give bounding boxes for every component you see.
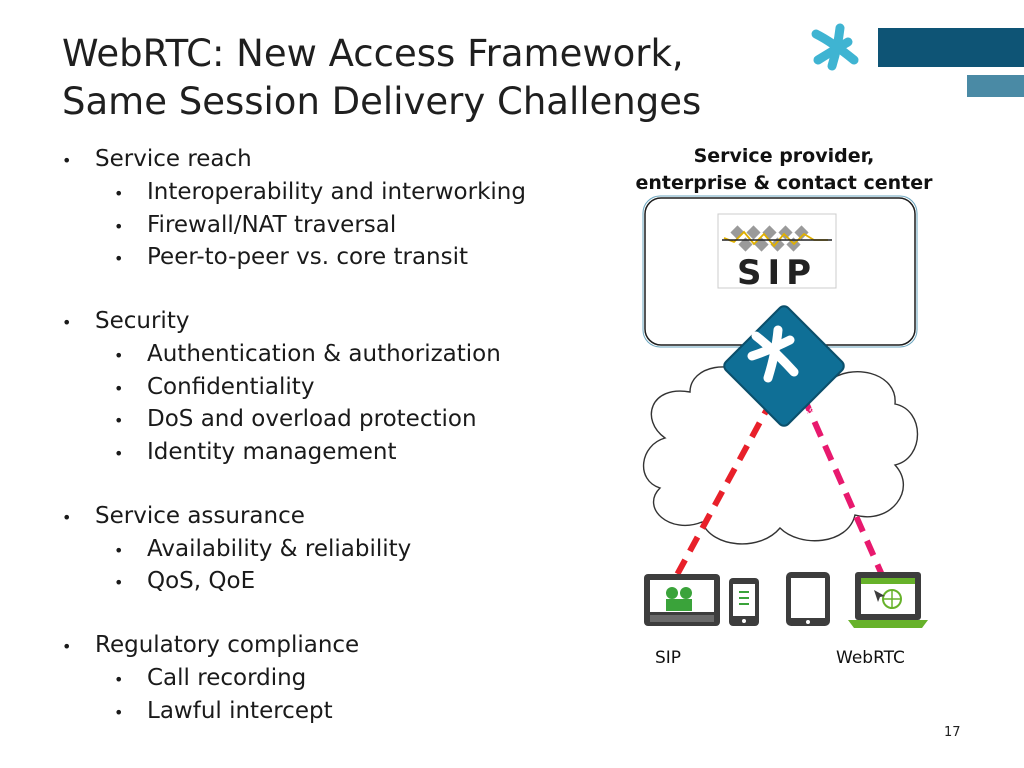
sub-bullet: •Availability & reliability (114, 535, 412, 562)
bullet-service-reach: •Service reach (62, 146, 252, 172)
webrtc-device-label: WebRTC (836, 648, 905, 668)
sub-bullet: •QoS, QoE (114, 568, 256, 595)
provider-label: Service provider, enterprise & contact c… (596, 143, 972, 197)
tablet-icon (786, 572, 830, 626)
bullet-security: •Security (62, 307, 190, 334)
acme-asterisk-icon (747, 325, 799, 383)
slide-title: WebRTC: New Access Framework, Same Sessi… (62, 30, 802, 126)
sub-bullet: •Interoperability and interworking (114, 178, 526, 205)
sip-link-line (669, 398, 775, 586)
webrtc-laptop-icon (848, 572, 928, 628)
sub-bullet: •Peer-to-peer vs. core transit (114, 244, 469, 271)
sub-bullet: •DoS and overload protection (114, 406, 477, 433)
sub-bullet: •Authentication & authorization (114, 340, 501, 367)
provider-label-line-2: enterprise & contact center (635, 172, 933, 194)
sub-bullet: •Lawful intercept (114, 697, 333, 724)
sip-logo-icon: SIP (717, 213, 837, 293)
sub-bullet: •Confidentiality (114, 373, 315, 400)
page-number: 17 (944, 725, 961, 740)
sip-logo-text: SIP (737, 253, 817, 293)
title-line-2: Same Session Delivery Challenges (62, 80, 702, 123)
bullet-service-assurance: •Service assurance (62, 502, 305, 529)
mobile-phone-icon (729, 578, 759, 626)
brand-bar-light (967, 75, 1024, 97)
title-line-1: WebRTC: New Access Framework, (62, 32, 684, 75)
bullet-regulatory-compliance: •Regulatory compliance (62, 631, 360, 658)
bullet-list: •Service reach •Interoperability and int… (62, 144, 622, 728)
sub-bullet: •Firewall/NAT traversal (114, 211, 397, 238)
webrtc-link-line (801, 396, 889, 586)
sub-bullet: •Identity management (114, 439, 397, 466)
asterisk-logo-icon (811, 23, 859, 71)
sip-video-phone-icon (644, 574, 720, 626)
sub-bullet: •Call recording (114, 664, 307, 691)
provider-label-line-1: Service provider, (693, 145, 875, 167)
brand-bar-dark (878, 28, 1024, 67)
sip-device-label: SIP (655, 648, 682, 668)
